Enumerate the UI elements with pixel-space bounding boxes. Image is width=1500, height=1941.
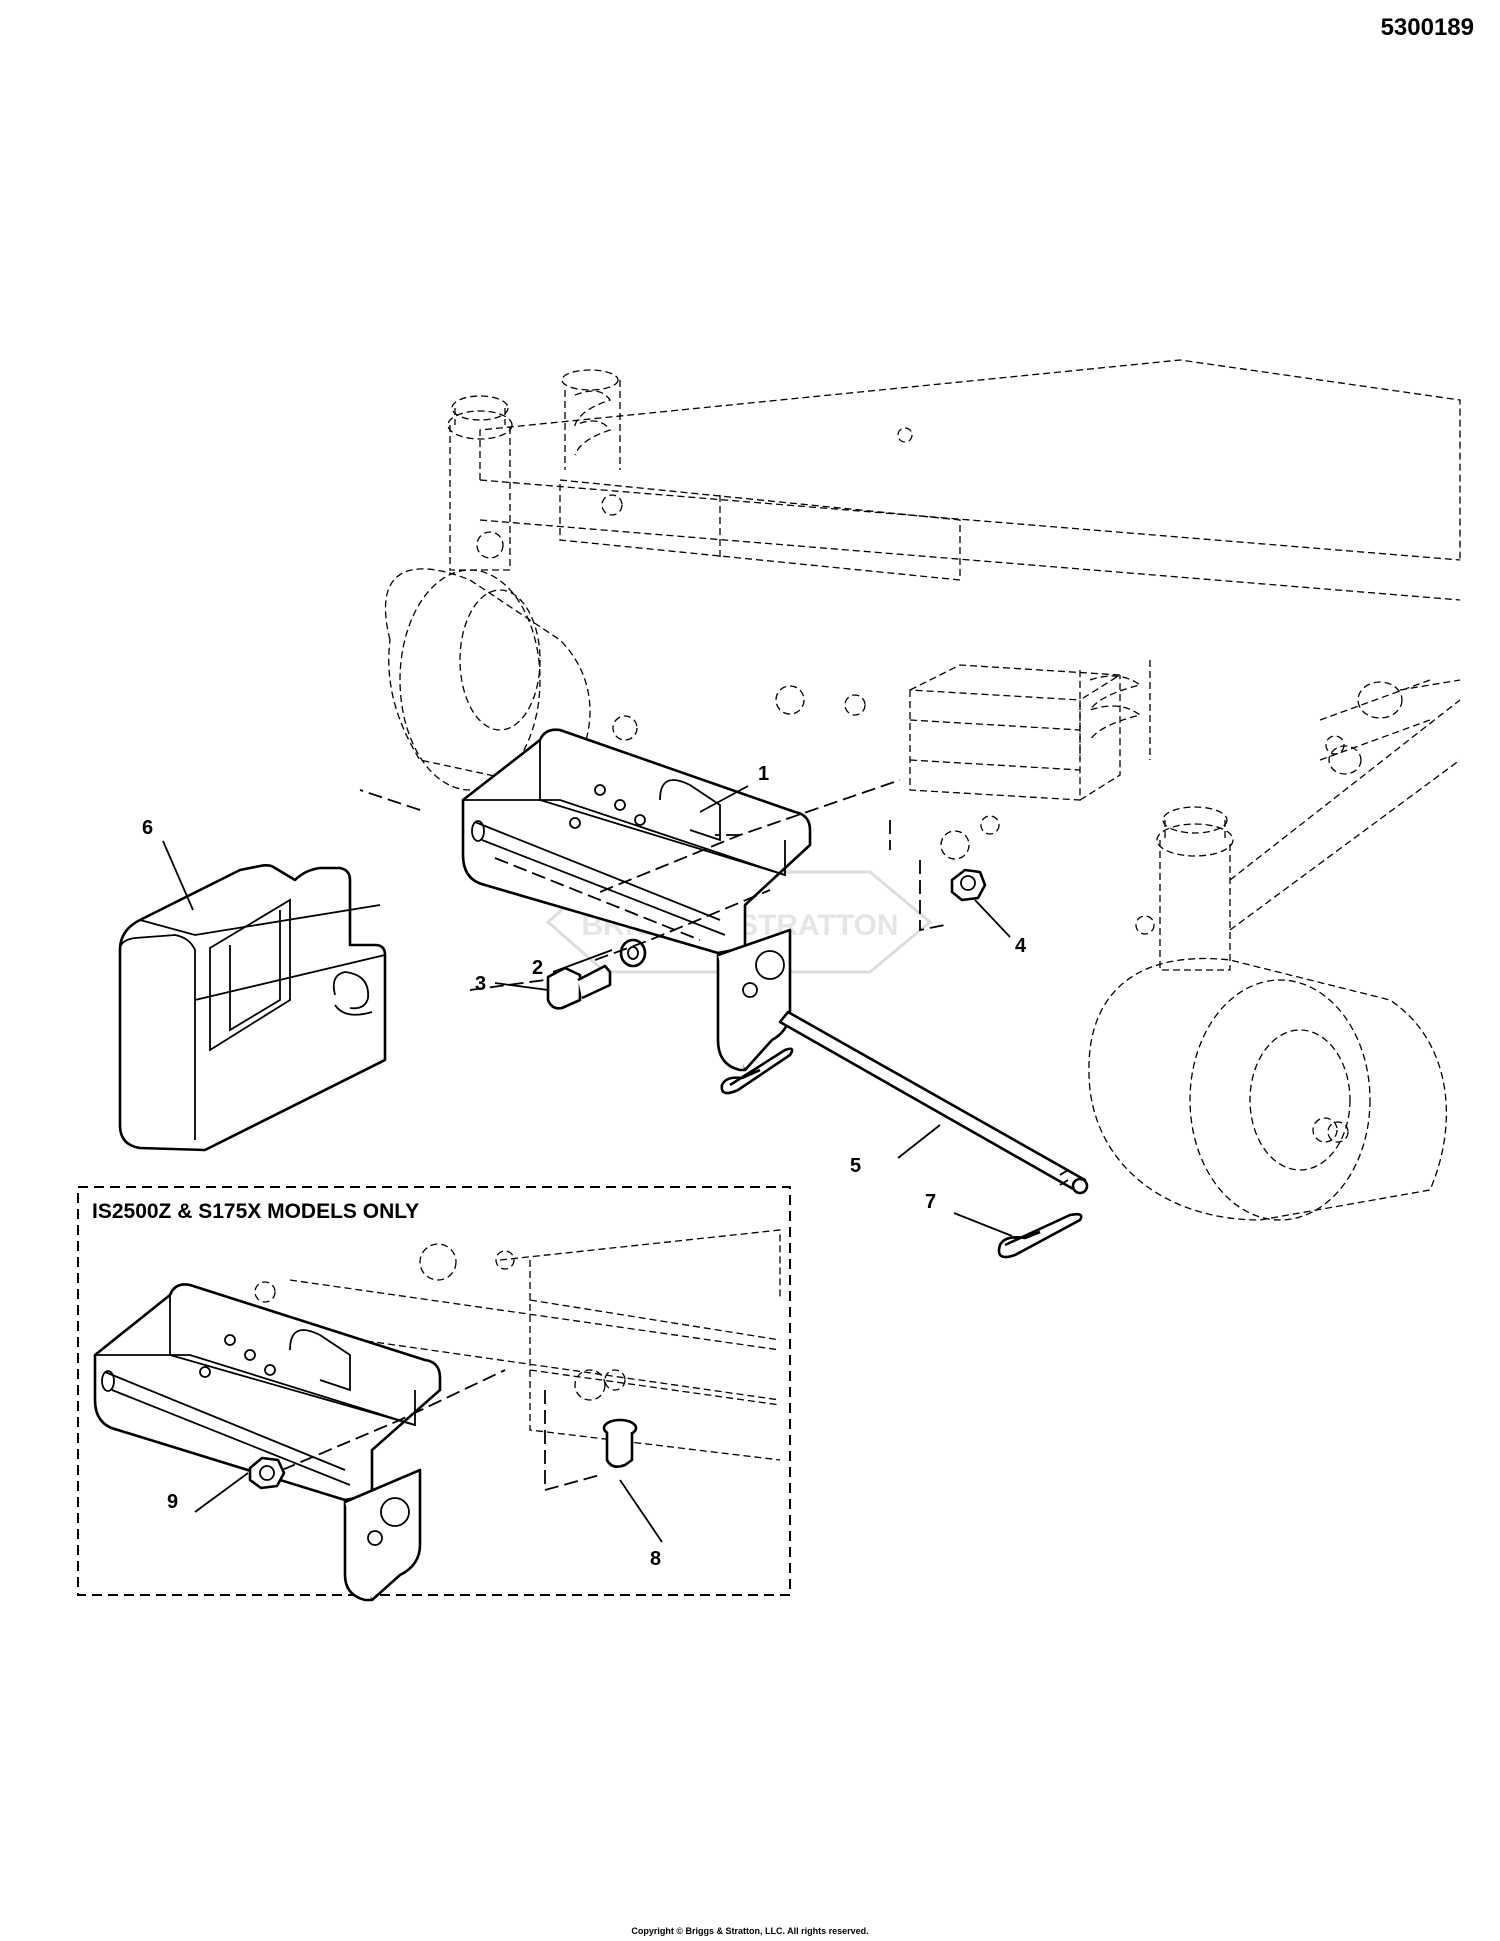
part-6-suitcase-weight — [118, 864, 387, 1152]
part-8-flange-bolt — [602, 1418, 638, 1468]
inset-weight-bracket — [93, 1283, 442, 1602]
callout-7: 7 — [925, 1191, 936, 1213]
copyright-notice: Copyright © Briggs & Stratton, LLC. All … — [631, 1926, 869, 1936]
part-4-nut — [950, 868, 987, 902]
part-1-weight-bracket — [461, 728, 812, 1072]
part-9-flange-nut — [248, 1456, 286, 1490]
callout-5: 5 — [850, 1155, 861, 1177]
callout-3: 3 — [475, 973, 486, 995]
part-5-pin-rod — [778, 1010, 1089, 1195]
callout-2: 2 — [532, 957, 543, 979]
inset-box — [77, 1186, 791, 1596]
callout-leaders — [162, 785, 1013, 1543]
callout-4: 4 — [1015, 935, 1027, 957]
inset-title: IS2500Z & S175X MODELS ONLY — [92, 1200, 419, 1223]
part-7-hair-pin-clip — [720, 1047, 1083, 1259]
callout-1: 1 — [758, 763, 769, 785]
part-2-washer — [619, 938, 647, 968]
mower-frame-ghost — [384, 359, 1461, 1221]
callout-8: 8 — [650, 1548, 661, 1570]
callout-9: 9 — [167, 1491, 178, 1513]
callout-6: 6 — [142, 817, 153, 839]
part-3-bolt — [546, 964, 612, 1010]
diagram-number: 5300189 — [1380, 14, 1474, 41]
